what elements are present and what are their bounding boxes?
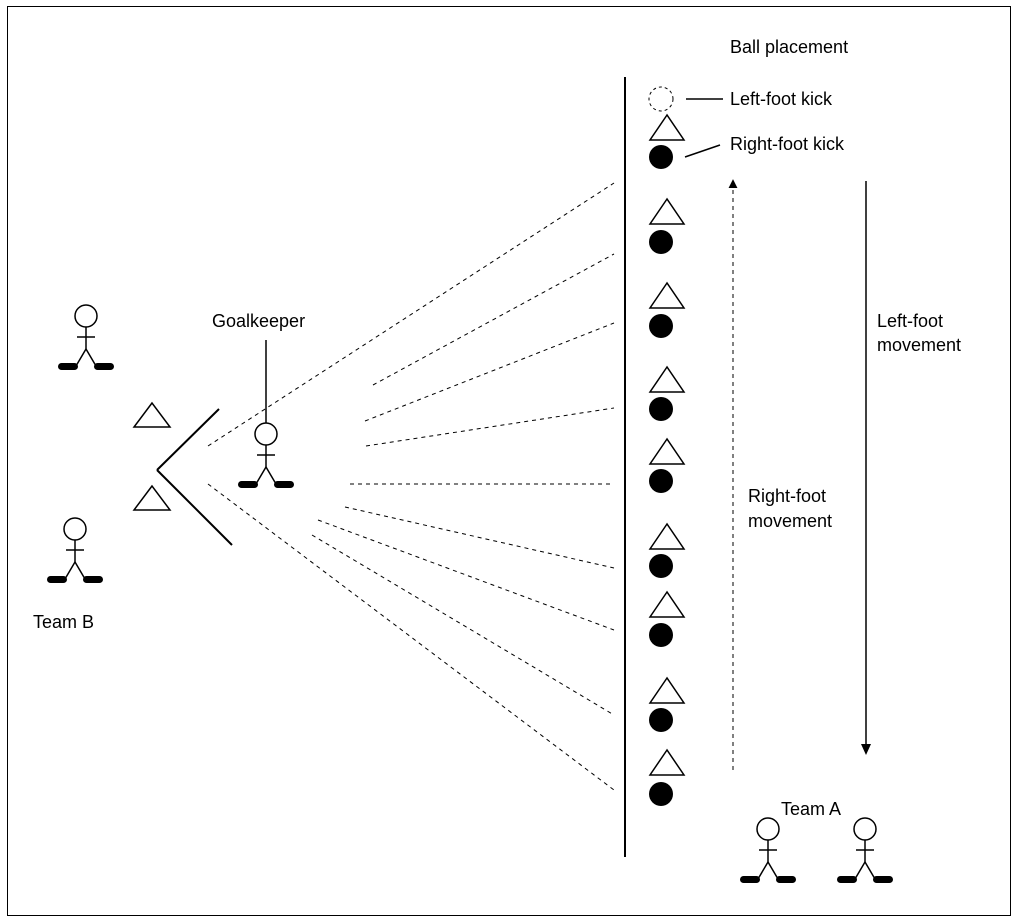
cone-icon — [648, 590, 686, 618]
shot-line — [207, 182, 615, 447]
ball-icon — [649, 469, 673, 493]
left-foot-movement-label-line1: Left-foot — [877, 311, 943, 331]
left-foot-ball-icon — [648, 86, 674, 112]
goalkeeper-label: Goalkeeper — [212, 311, 305, 331]
team-a-player-icon — [837, 817, 893, 883]
goal-cone-lower-icon — [132, 484, 172, 511]
shot-line — [365, 407, 615, 447]
ball-icon — [649, 782, 673, 806]
cone-ball-column — [648, 113, 686, 806]
shot-line — [317, 519, 615, 631]
team-b-player-icon — [58, 304, 114, 370]
ball-icon — [649, 623, 673, 647]
shot-line — [311, 534, 615, 716]
ball-icon — [649, 397, 673, 421]
cone-icon — [648, 748, 686, 776]
right-foot-movement-label-line2: movement — [748, 511, 832, 531]
diagram-frame — [7, 6, 1011, 916]
left-foot-movement-arrowhead-icon — [861, 744, 871, 755]
right-foot-movement-label-line1: Right-foot — [748, 486, 826, 506]
goal — [156, 408, 233, 546]
cone-icon — [648, 522, 686, 550]
cone-icon — [648, 113, 686, 141]
shot-line — [364, 322, 615, 422]
right-foot-kick-pointer — [684, 144, 721, 158]
left-foot-kick-label: Left-foot kick — [730, 89, 833, 109]
shot-lines — [207, 182, 615, 791]
ball-placement-label: Ball placement — [730, 37, 848, 57]
shot-line — [344, 506, 615, 569]
ball-icon — [649, 314, 673, 338]
cone-icon — [648, 197, 686, 225]
ball-icon — [649, 554, 673, 578]
team-a-label: Team A — [781, 799, 841, 819]
cone-icon — [648, 365, 686, 393]
right-foot-kick-label: Right-foot kick — [730, 134, 845, 154]
team-a-player-icon — [740, 817, 796, 883]
goalkeeper-icon — [238, 422, 294, 488]
shot-line — [207, 483, 615, 791]
team-b-player-icon — [47, 517, 103, 583]
ball-icon — [649, 708, 673, 732]
goal-cone-upper-icon — [132, 401, 172, 428]
team-b-label: Team B — [33, 612, 94, 632]
ball-icon — [649, 145, 673, 169]
cone-icon — [648, 676, 686, 704]
shot-line — [372, 253, 615, 386]
cone-icon — [648, 281, 686, 309]
cone-icon — [648, 437, 686, 465]
left-foot-movement-label-line2: movement — [877, 335, 961, 355]
ball-icon — [649, 230, 673, 254]
